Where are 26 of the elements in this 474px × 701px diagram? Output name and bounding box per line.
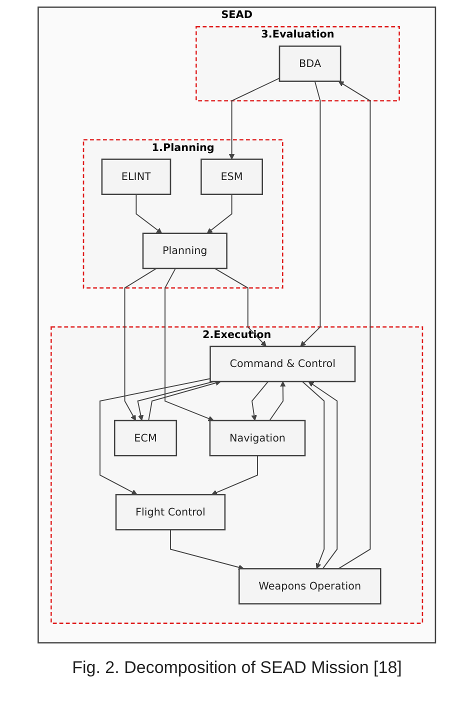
figure-caption: Fig. 2. Decomposition of SEAD Mission [18] xyxy=(71,658,403,678)
arrow xyxy=(170,529,244,570)
arrow xyxy=(100,378,211,495)
arrow xyxy=(148,380,222,422)
arrow xyxy=(302,381,325,569)
arrow xyxy=(251,381,269,421)
arrow xyxy=(300,80,321,347)
arrow xyxy=(124,268,158,421)
arrow xyxy=(269,381,286,422)
arrow xyxy=(308,381,338,570)
node-box: ECM xyxy=(114,420,178,456)
arrow xyxy=(137,381,215,421)
node-box: Command & Control xyxy=(210,346,356,382)
node-box: Weapons Operation xyxy=(238,568,382,604)
node-box: ESM xyxy=(200,158,264,196)
node-box: ELINT xyxy=(101,158,172,196)
node-box: Planning xyxy=(142,232,228,270)
node-box: Flight Control xyxy=(116,494,226,530)
arrow xyxy=(212,455,258,496)
arrow xyxy=(229,78,280,160)
node-box: Navigation xyxy=(209,420,306,456)
arrow xyxy=(338,81,371,570)
arrow xyxy=(136,194,162,234)
node-box: BDA xyxy=(279,46,342,82)
arrow xyxy=(164,268,214,422)
arrow xyxy=(207,194,232,234)
